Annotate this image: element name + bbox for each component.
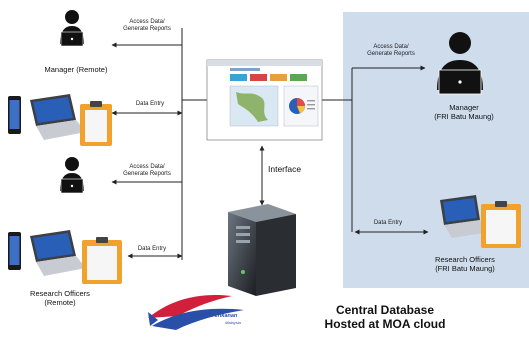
remote-officers-label: Research Officers (Remote)	[30, 289, 90, 307]
interface-label: Interface	[268, 164, 302, 174]
clipboard-icon	[80, 101, 112, 146]
local-manager-label: Manager (FRI Batu Maung)	[434, 103, 494, 121]
agency-logo-text: Jabatan Perikanan	[188, 313, 238, 319]
remote-manager-label: Manager (Remote)	[44, 65, 108, 74]
mobile-device-icon	[8, 96, 21, 134]
remote-manager-access-label: Access Data/ Generate Reports	[123, 19, 171, 32]
remote-dataentry-label-1: Data Entry	[135, 101, 165, 107]
person-laptop-icon	[437, 32, 483, 95]
agency-logo-subtext: Malaysia	[225, 320, 241, 325]
clipboard-icon	[481, 201, 521, 248]
laptop-icon	[30, 94, 86, 140]
central-database-label: Central Database Hosted at MOA cloud	[324, 303, 446, 331]
clipboard-icon	[82, 237, 122, 284]
person-laptop-icon	[60, 157, 84, 194]
mobile-device-icon	[8, 232, 21, 270]
web-app-screenshot	[206, 59, 323, 141]
agency-logo	[148, 294, 244, 330]
laptop-icon	[440, 195, 490, 238]
local-officers-label: Research Officers (FRI Batu Maung)	[435, 255, 495, 273]
laptop-icon	[30, 230, 86, 276]
remote-officer-access-label: Access Data/ Generate Reports	[123, 164, 171, 177]
local-manager-access-label: Access Data/ Generate Reports	[367, 44, 415, 57]
server-tower-icon	[228, 204, 296, 296]
person-laptop-icon	[60, 10, 84, 47]
local-dataentry-label: Data Entry	[373, 220, 403, 226]
remote-dataentry-label-2: Data Entry	[137, 246, 167, 252]
